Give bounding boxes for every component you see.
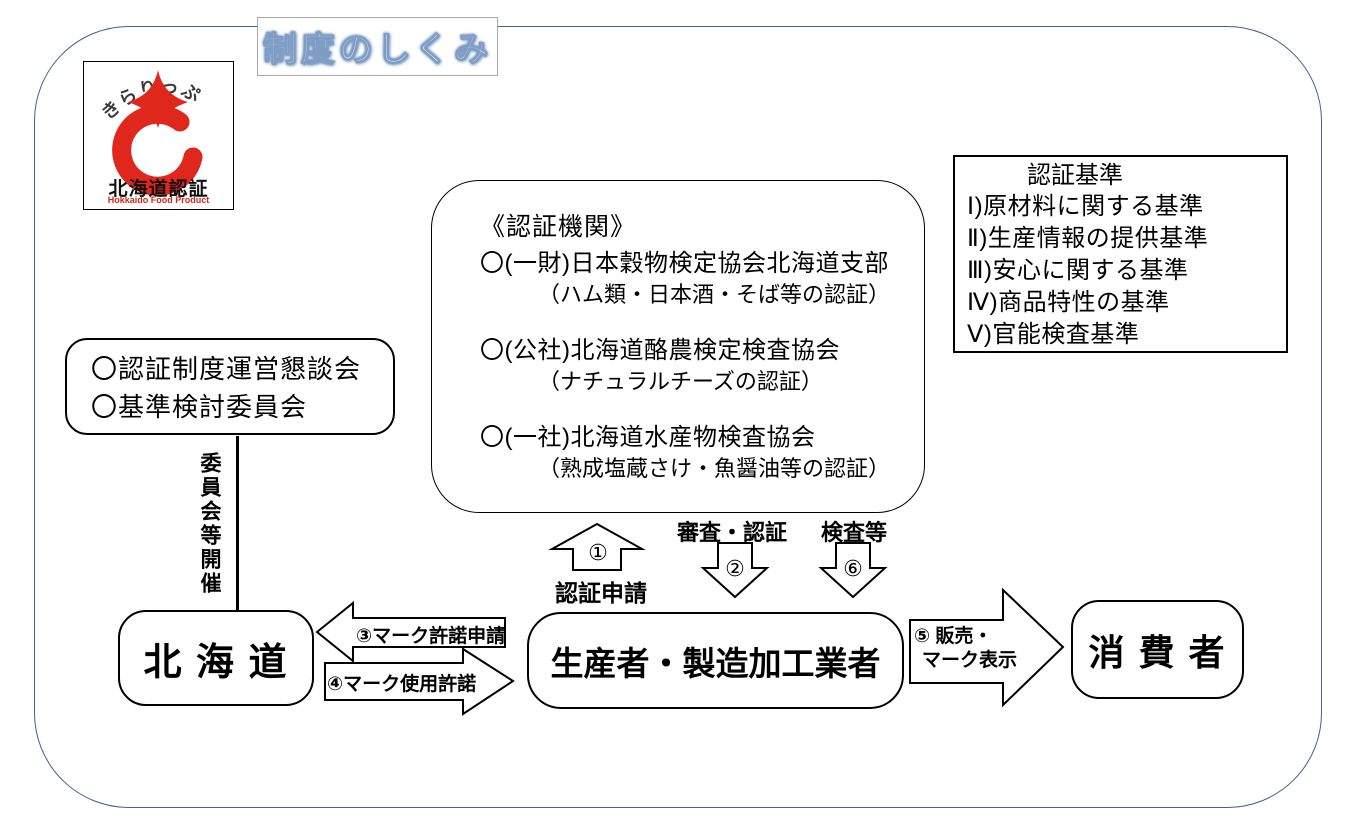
arrow-5-label-line2: マーク表示 [922,650,1018,671]
arrow-6-number: ⑥ [843,556,863,581]
arrow-4-label: ④マーク使用許諾 [327,674,477,695]
certification-bodies-box: 《認証機関》 〇(一財)日本穀物検定協会北海道支部 （ハム類・日本酒・そば等の認… [431,180,925,513]
criteria-item-3: Ⅲ)安心に関する基準 [967,257,1189,284]
arrow-5-label: ⑤ 販売・ マーク表示 [914,625,1018,673]
cert-body-2-note: （ナチュラルチーズの認証） [538,369,823,394]
arrow-6-label: 検査等 [820,520,887,545]
criteria-item-4: Ⅳ)商品特性の基準 [967,289,1170,316]
arrow-2-number: ② [725,556,745,581]
criteria-item-1: Ⅰ)原材料に関する基準 [967,193,1204,220]
logo-mark-icon: きらりっぷ [98,70,203,196]
outer-frame [34,26,1322,808]
committee-connector-line [236,436,239,612]
cert-body-1-name: 〇(一財)日本穀物検定協会北海道支部 [480,250,889,277]
arrow-5-label-line1: ⑤ 販売・ [914,626,993,647]
criteria-heading: 認証基準 [1027,162,1123,189]
logo-name: 北海道認証 [108,179,209,200]
committee-box: 〇認証制度運営懇談会 〇基準検討委員会 [65,338,395,435]
cert-body-1-note: （ハム類・日本酒・そば等の認証） [538,282,891,307]
arrow-1-number: ① [588,540,608,565]
committee-line-1: 〇認証制度運営懇談会 [91,354,362,384]
committee-line-2: 〇基準検討委員会 [91,392,308,422]
criteria-item-5: Ⅴ)官能検査基準 [967,321,1140,348]
arrow-2-label: 審査・認証 [676,520,787,545]
page-title: 制度のしくみ [262,30,493,69]
logo-sparkle-shape [128,70,188,128]
criteria-box: 認証基準 Ⅰ)原材料に関する基準 Ⅱ)生産情報の提供基準 Ⅲ)安心に関する基準 … [953,155,1288,353]
cert-body-2-name: 〇(公社)北海道酪農検定検査協会 [480,337,840,364]
arrow-1-label: 認証申請 [555,580,647,606]
entity-hokkaido: 北 海 道 [118,610,314,706]
page-title-box: 制度のしくみ [257,17,498,76]
logo-subtitle: Hokkaido Food Product [107,195,210,205]
cert-body-3-name: 〇(一社)北海道水産物検査協会 [480,424,816,451]
entity-consumer: 消 費 者 [1071,600,1244,699]
entity-producer: 生産者・製造加工業者 [527,612,904,709]
criteria-item-2: Ⅱ)生産情報の提供基準 [967,225,1209,252]
hokkaido-certification-logo: きらりっぷ 北海道認証 Hokkaido Food Product [83,61,234,210]
cert-body-3-note: （熟成塩蔵さけ・魚醤油等の認証） [538,456,891,481]
cert-bodies-heading: 《認証機関》 [480,213,637,241]
arrow-3-label: ③マーク許諾申請 [356,626,506,647]
committee-vertical-label: 委員会等開催 [198,452,221,596]
